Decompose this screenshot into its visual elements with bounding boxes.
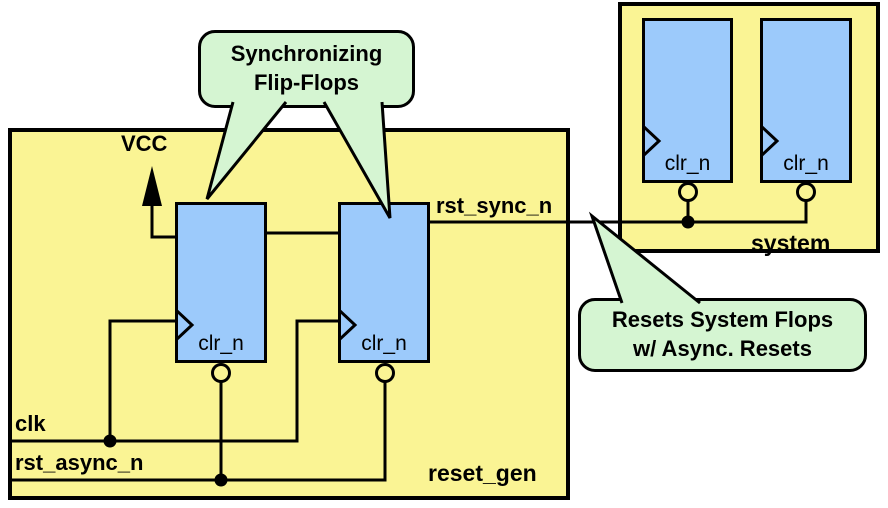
clock-triangle-icon xyxy=(762,125,780,157)
reset-gen-module-label: reset_gen xyxy=(428,460,537,486)
rst-sync-n-label: rst_sync_n xyxy=(436,193,553,218)
vcc-label: VCC xyxy=(121,131,168,156)
synchronizing-flip-flops-callout: Synchronizing Flip-Flops xyxy=(198,30,415,108)
clr-n-port-label: clr_n xyxy=(664,152,711,175)
clock-triangle-icon xyxy=(644,125,662,157)
resets-system-flops-callout: Resets System Flops w/ Async. Resets xyxy=(578,298,867,372)
clk-label: clk xyxy=(15,411,46,436)
clr-n-port-label: clr_n xyxy=(361,332,407,355)
system-module-label: system xyxy=(751,230,831,256)
callout-line: Flip-Flops xyxy=(253,70,360,95)
callout-line: Resets System Flops xyxy=(611,307,834,333)
clock-triangle-icon xyxy=(177,309,195,341)
callout-line: Synchronizing xyxy=(230,41,383,67)
sync-flip-flop-1: clr_n xyxy=(175,202,267,363)
reset-gen-module-box xyxy=(8,128,570,500)
clr-n-port-label: clr_n xyxy=(783,152,829,175)
system-flip-flop-1: clr_n xyxy=(642,18,733,183)
sync-flip-flop-2: clr_n xyxy=(338,202,430,363)
rst-async-n-label: rst_async_n xyxy=(15,450,144,475)
system-flip-flop-2: clr_n xyxy=(760,18,852,183)
clock-triangle-icon xyxy=(340,309,358,341)
callout-line: w/ Async. Resets xyxy=(633,336,812,361)
